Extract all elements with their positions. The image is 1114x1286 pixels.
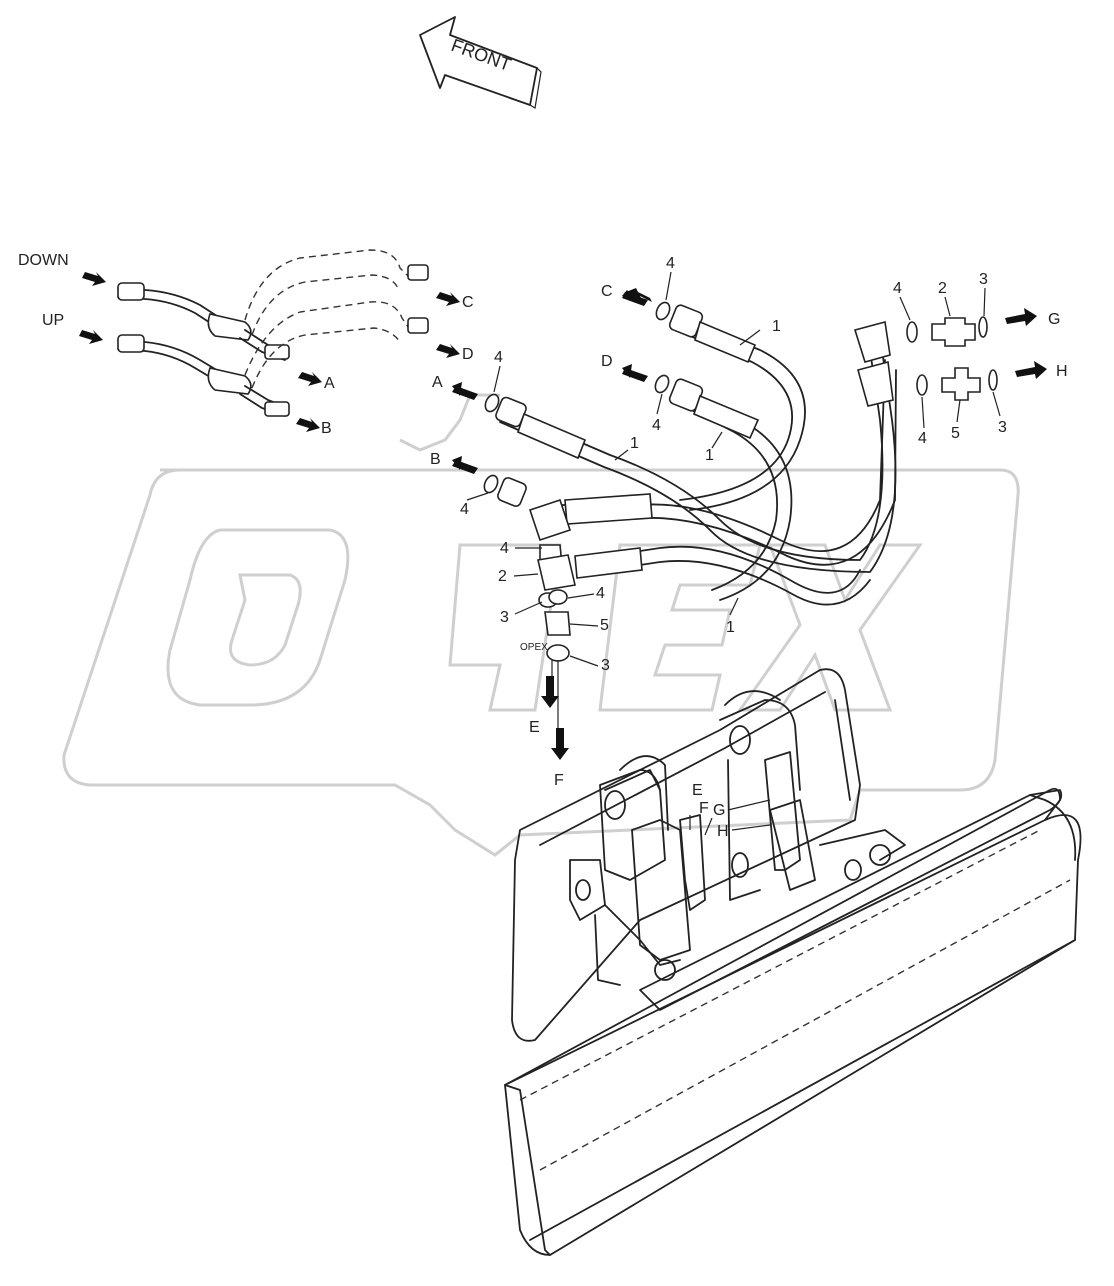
part-4-label-e-top: 4 <box>500 540 509 557</box>
letter-h-machine: H <box>717 823 729 840</box>
arrow-f <box>551 728 569 760</box>
arrow-e <box>541 676 559 708</box>
tee-fitting-stack: 4 2 3 4 5 3 E F <box>498 498 610 789</box>
letter-e-bottom: E <box>529 719 540 736</box>
arrow-a-right <box>452 382 478 400</box>
hose-assembly: 1 1 1 1 <box>495 304 897 636</box>
letter-b-left: B <box>321 420 332 437</box>
front-label: FRONT <box>449 35 514 75</box>
part-5-label-h: 5 <box>951 425 960 442</box>
letter-g-machine: G <box>713 802 725 819</box>
letter-a-right: A <box>432 374 443 391</box>
part-2-label-g: 2 <box>938 280 947 297</box>
part-1-label-a: 1 <box>772 318 781 335</box>
control-valve-lines: DOWN UP C D A B <box>18 249 474 437</box>
hose-end-fittings: C D A B 4 4 4 4 <box>430 255 675 518</box>
part-4-label-g: 4 <box>893 280 902 297</box>
part-1-label-c: 1 <box>630 435 639 452</box>
letter-c-right: C <box>601 283 613 300</box>
part-1-label-b: 1 <box>705 447 714 464</box>
letter-b-right: B <box>430 451 441 468</box>
arrow-d-left <box>436 344 460 358</box>
letter-f-machine: F <box>699 800 709 817</box>
part-4-label-c: 4 <box>666 255 675 272</box>
front-direction-arrow: FRONT <box>419 16 542 109</box>
part-3-label-h: 3 <box>998 419 1007 436</box>
letter-e-machine: E <box>692 782 703 799</box>
part-2-label-e: 2 <box>498 568 507 585</box>
letter-a-left: A <box>324 375 335 392</box>
arrow-h <box>1015 361 1047 379</box>
letter-d-left: D <box>462 346 474 363</box>
dozer-blade-assembly: E F G H <box>504 668 1082 1256</box>
part-3-label-g: 3 <box>979 271 988 288</box>
part-4-label-d: 4 <box>652 417 661 434</box>
down-port-label: DOWN <box>18 252 69 269</box>
letter-c-left: C <box>462 294 474 311</box>
letter-h-right: H <box>1056 363 1068 380</box>
arrow-d-right <box>622 364 648 382</box>
right-fittings-group: G H 4 2 3 4 5 3 <box>893 271 1068 447</box>
arrow-a-left <box>298 372 322 386</box>
part-4-label-a: 4 <box>494 349 503 366</box>
up-port-label: UP <box>42 312 64 329</box>
letter-g-right: G <box>1048 311 1060 328</box>
down-inlet-arrow <box>82 272 106 286</box>
part-3-label-e: 3 <box>500 609 509 626</box>
letter-d-right: D <box>601 353 613 370</box>
part-4-label-e-bottom: 4 <box>596 585 605 602</box>
part-5-label-e: 5 <box>600 617 609 634</box>
watermark-text: OPEX <box>520 642 548 653</box>
part-3-label-f: 3 <box>601 657 610 674</box>
arrow-b-right <box>452 456 478 474</box>
part-4-label-h: 4 <box>918 430 927 447</box>
watermark-logo: OPEX <box>62 393 1020 857</box>
part-4-label-b: 4 <box>460 501 469 518</box>
up-inlet-arrow <box>79 330 103 344</box>
letter-f-bottom: F <box>554 772 564 789</box>
arrow-b-left <box>296 418 320 432</box>
arrow-g <box>1005 308 1037 326</box>
part-1-label-d: 1 <box>726 619 735 636</box>
arrow-c-left <box>436 292 460 306</box>
